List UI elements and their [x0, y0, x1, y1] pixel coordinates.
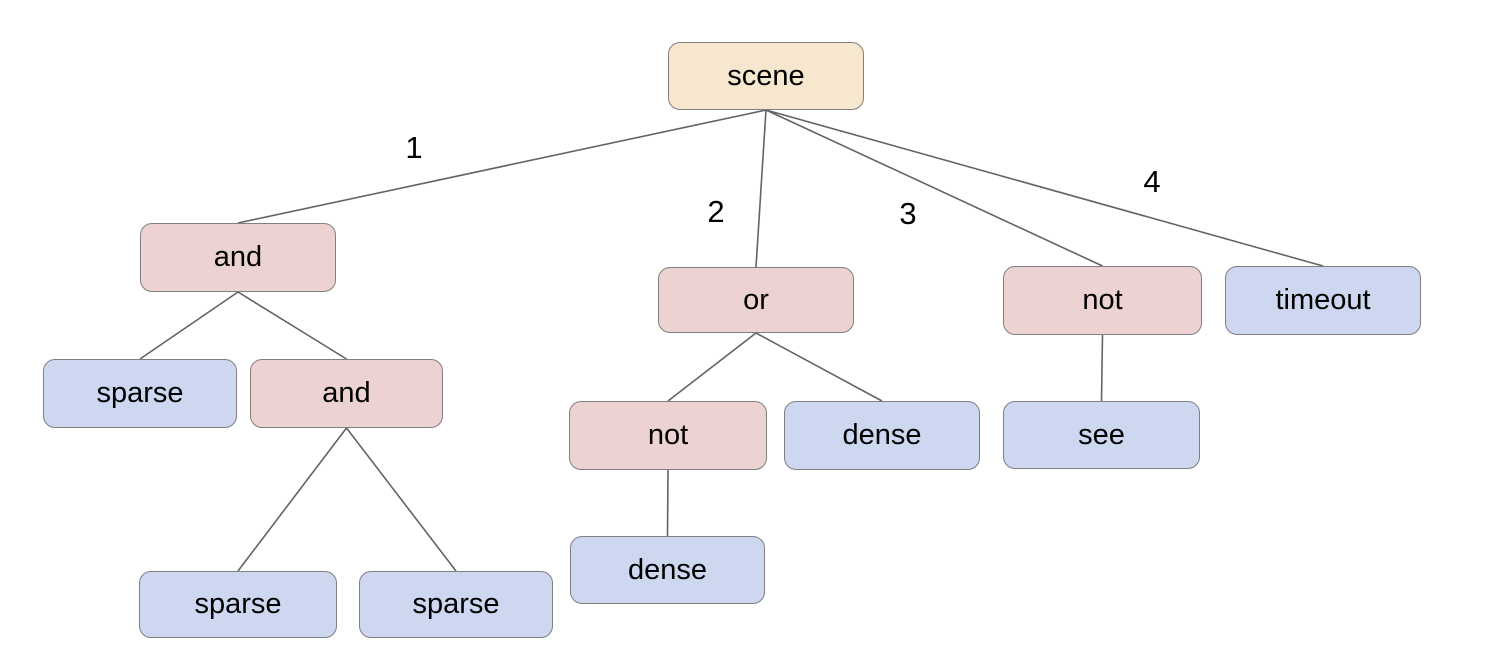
tree-node-dense1: dense [784, 401, 980, 470]
edge-label-1: 1 [405, 130, 423, 165]
tree-node-sparse3: sparse [359, 571, 553, 638]
tree-node-sparse1: sparse [43, 359, 237, 428]
edge-not1-to-see1 [1100, 334, 1104, 402]
edge-scene-to-timeout1 [765, 109, 1324, 267]
edge-and1-to-and2 [237, 291, 347, 360]
edge-label-2: 2 [707, 194, 725, 229]
tree-node-dense2: dense [570, 536, 765, 604]
tree-node-and1: and [140, 223, 336, 292]
edge-not2-to-dense2 [666, 469, 669, 537]
tree-node-scene: scene [668, 42, 864, 110]
edge-label-4: 4 [1143, 164, 1161, 199]
edge-and2-to-sparse2 [237, 427, 348, 572]
edge-and2-to-sparse3 [345, 427, 457, 572]
edge-scene-to-not1 [765, 109, 1103, 267]
tree-node-not1: not [1003, 266, 1202, 335]
edge-or1-to-dense1 [755, 332, 883, 402]
edge-label-3: 3 [899, 196, 917, 231]
tree-node-or1: or [658, 267, 854, 333]
tree-node-sparse2: sparse [139, 571, 337, 638]
edge-scene-to-and1 [237, 109, 767, 224]
tree-node-and2: and [250, 359, 443, 428]
edge-scene-to-or1 [755, 109, 767, 268]
tree-node-timeout1: timeout [1225, 266, 1421, 335]
tree-node-see1: see [1003, 401, 1200, 469]
edge-and1-to-sparse1 [139, 291, 239, 360]
tree-node-not2: not [569, 401, 767, 470]
edge-or1-to-not2 [667, 332, 757, 402]
